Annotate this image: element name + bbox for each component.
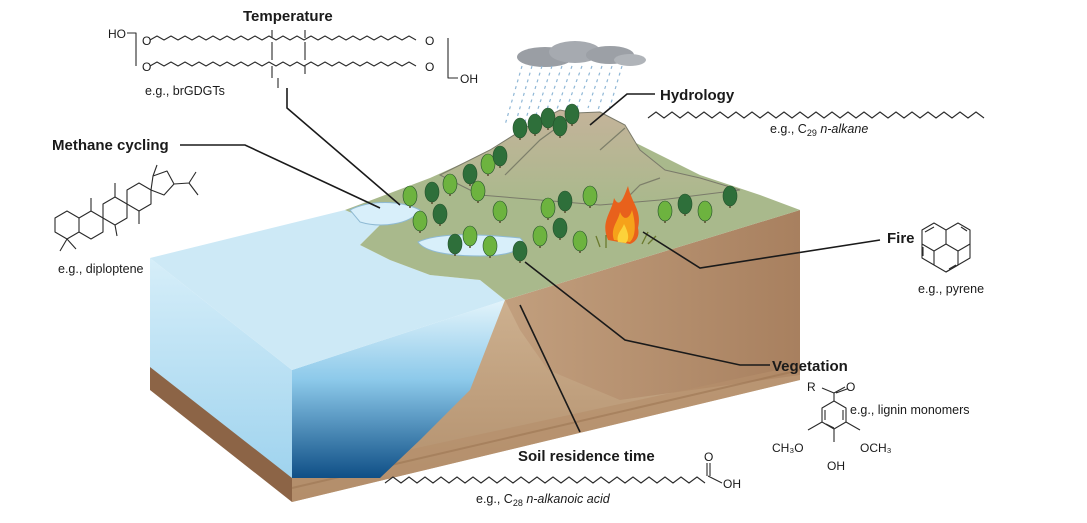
- c28-acid-chain: [384, 476, 706, 484]
- lake-left-face: [150, 258, 292, 478]
- leader-soil: [519, 304, 581, 433]
- tree: [492, 145, 508, 168]
- proxy-hydrology: Hydrology e.g., C29 n-alkane: [647, 87, 985, 138]
- lignin-r: R: [807, 380, 816, 394]
- lignin-substituents: [807, 386, 861, 442]
- tree: [722, 185, 738, 208]
- tree: [432, 203, 448, 226]
- tree: [442, 173, 458, 196]
- acid-head: [706, 463, 723, 484]
- tree: [552, 217, 568, 240]
- brgdgt-chain-bottom: [149, 61, 417, 67]
- brgdgt-oh: OH: [460, 72, 478, 86]
- leader-fire: [642, 231, 881, 269]
- diploptene-structure: [54, 164, 199, 252]
- leader-methane: [180, 144, 381, 209]
- tree: [657, 200, 673, 223]
- lignin-och3-right: OCH₃: [860, 441, 892, 455]
- rain-streaks: [504, 65, 623, 126]
- tree: [462, 225, 478, 248]
- tree: [552, 115, 568, 138]
- lake-front-face: [292, 300, 505, 478]
- lignin-och3-left: CH₃O: [772, 441, 804, 455]
- tree: [532, 225, 548, 248]
- lignin-oh: OH: [827, 459, 845, 473]
- proxy-methane: Methane cycling e.g., diploptene: [52, 137, 199, 276]
- hydrology-label: Hydrology: [660, 87, 735, 104]
- tree: [482, 235, 498, 258]
- pyrene-structure: [921, 222, 971, 273]
- proxy-temperature: Temperature HO O O O O OH e.g., brGDGTs: [108, 8, 478, 98]
- lignin-o: O: [846, 380, 855, 394]
- leader-temperature: [286, 88, 401, 206]
- leader-hydrology: [589, 93, 655, 126]
- tree: [492, 200, 508, 223]
- soil-label: Soil residence time: [518, 448, 655, 465]
- hydrology-example: e.g., C29 n-alkane: [770, 122, 868, 138]
- tree: [572, 230, 588, 253]
- tree: [557, 190, 573, 213]
- lignin-ring: [821, 400, 847, 430]
- proxy-vegetation: Vegetation R O CH₃O OCH₃ OH e.g., lignin…: [772, 358, 970, 473]
- brgdgt-backbone: [127, 32, 458, 79]
- fire-label: Fire: [887, 230, 915, 247]
- vegetation-label: Vegetation: [772, 358, 848, 375]
- tree: [512, 240, 528, 263]
- soil-base-left: [150, 365, 292, 502]
- tree: [424, 181, 440, 204]
- rain-cloud: [504, 41, 646, 126]
- leader-lines: [180, 88, 881, 433]
- vegetation-example: e.g., lignin monomers: [850, 403, 970, 417]
- brgdgt-o-top-left: O: [142, 34, 151, 48]
- temperature-label: Temperature: [243, 8, 333, 25]
- tree: [462, 163, 478, 186]
- fire: [595, 186, 657, 248]
- methane-label: Methane cycling: [52, 137, 169, 154]
- proxy-soil: Soil residence time O OH e.g., C28 n-alk…: [384, 448, 741, 508]
- proxy-fire: Fire e.g., pyrene: [887, 222, 984, 296]
- tree: [470, 180, 486, 203]
- tree: [402, 185, 418, 208]
- tree: [447, 233, 463, 256]
- tree: [677, 193, 693, 216]
- acid-oh: OH: [723, 477, 741, 491]
- lake-surface: [150, 210, 505, 370]
- tree: [582, 185, 598, 208]
- tree: [564, 103, 580, 126]
- brgdgt-o-bottom-right: O: [425, 60, 434, 74]
- brgdgt-chain-top: [149, 35, 417, 41]
- methane-example: e.g., diploptene: [58, 262, 144, 276]
- brgdgt-ho: HO: [108, 27, 126, 41]
- tree: [540, 107, 556, 130]
- tree: [540, 197, 556, 220]
- tree: [697, 200, 713, 223]
- tree: [412, 210, 428, 233]
- leader-vegetation: [524, 261, 770, 366]
- temperature-example: e.g., brGDGTs: [145, 84, 225, 98]
- brgdgt-methyl-branches: [271, 30, 306, 88]
- tree: [480, 153, 496, 176]
- brgdgt-o-bottom-left: O: [142, 60, 151, 74]
- soil-example: e.g., C28 n-alkanoic acid: [476, 492, 611, 508]
- landscape-block: [150, 109, 801, 502]
- fire-example: e.g., pyrene: [918, 282, 984, 296]
- tree: [512, 117, 528, 140]
- tree: [527, 113, 543, 136]
- acid-o: O: [704, 450, 713, 464]
- brgdgt-o-top-right: O: [425, 34, 434, 48]
- c29-alkane-chain: [647, 111, 985, 119]
- trees: [402, 103, 738, 263]
